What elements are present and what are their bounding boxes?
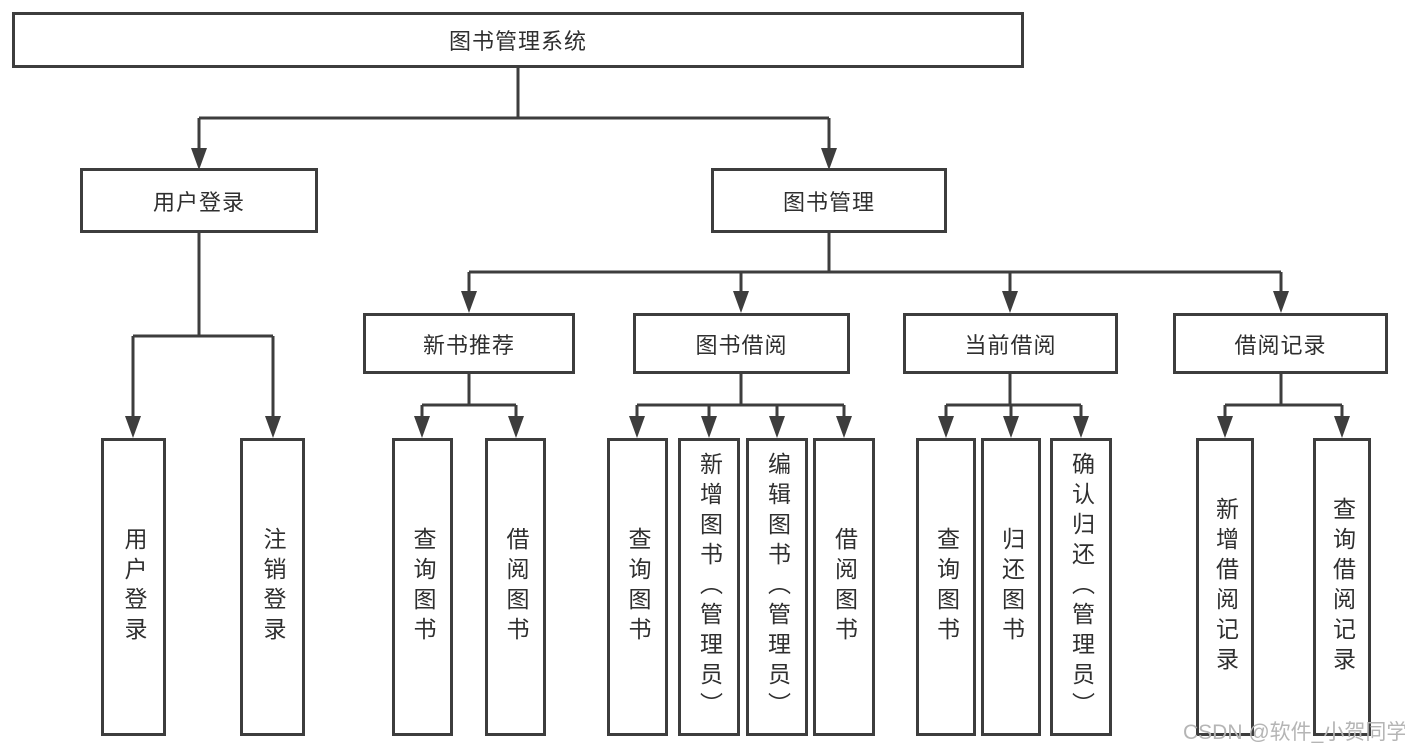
leaf-confirm-return-admin-label: 确认归还（管理员） [1068, 452, 1095, 722]
leaf-return-book-label: 归还图书 [998, 527, 1025, 647]
leaf-edit-book-admin-label: 编辑图书（管理员） [764, 452, 791, 722]
node-book-borrow: 图书借阅 [633, 313, 850, 374]
leaf-borrow-books-2: 借阅图书 [813, 438, 875, 736]
node-book-management: 图书管理 [711, 168, 947, 233]
node-root: 图书管理系统 [12, 12, 1024, 68]
leaf-edit-book-admin: 编辑图书（管理员） [746, 438, 808, 736]
node-user-login: 用户登录 [80, 168, 318, 233]
leaf-query-borrow-record-label: 查询借阅记录 [1329, 497, 1356, 677]
csdn-watermark: CSDN @软件_小贺同学 [1183, 721, 1405, 744]
leaf-add-borrow-record: 新增借阅记录 [1196, 438, 1254, 736]
leaf-borrow-books: 借阅图书 [485, 438, 546, 736]
leaf-confirm-return-admin: 确认归还（管理员） [1050, 438, 1112, 736]
leaf-borrow-books-label: 借阅图书 [503, 527, 529, 647]
leaf-query-books: 查询图书 [392, 438, 453, 736]
leaf-logout: 注销登录 [240, 438, 305, 736]
node-current-borrow: 当前借阅 [903, 313, 1118, 374]
leaf-add-book-admin-label: 新增图书（管理员） [696, 452, 723, 722]
leaf-query-books-2-label: 查询图书 [625, 527, 651, 647]
leaf-query-books-3-label: 查询图书 [933, 527, 960, 647]
leaf-logout-label: 注销登录 [260, 527, 286, 647]
leaf-query-books-2: 查询图书 [607, 438, 668, 736]
leaf-query-books-label: 查询图书 [410, 527, 436, 647]
leaf-add-borrow-record-label: 新增借阅记录 [1212, 497, 1239, 677]
node-borrow-records: 借阅记录 [1173, 313, 1388, 374]
leaf-return-book: 归还图书 [981, 438, 1041, 736]
leaf-query-borrow-record: 查询借阅记录 [1313, 438, 1371, 736]
leaf-query-books-3: 查询图书 [916, 438, 976, 736]
node-new-book-recommend: 新书推荐 [363, 313, 575, 374]
leaf-user-login-label: 用户登录 [121, 527, 147, 647]
leaf-user-login: 用户登录 [101, 438, 166, 736]
leaf-add-book-admin: 新增图书（管理员） [678, 438, 740, 736]
leaf-borrow-books-2-label: 借阅图书 [831, 527, 858, 647]
